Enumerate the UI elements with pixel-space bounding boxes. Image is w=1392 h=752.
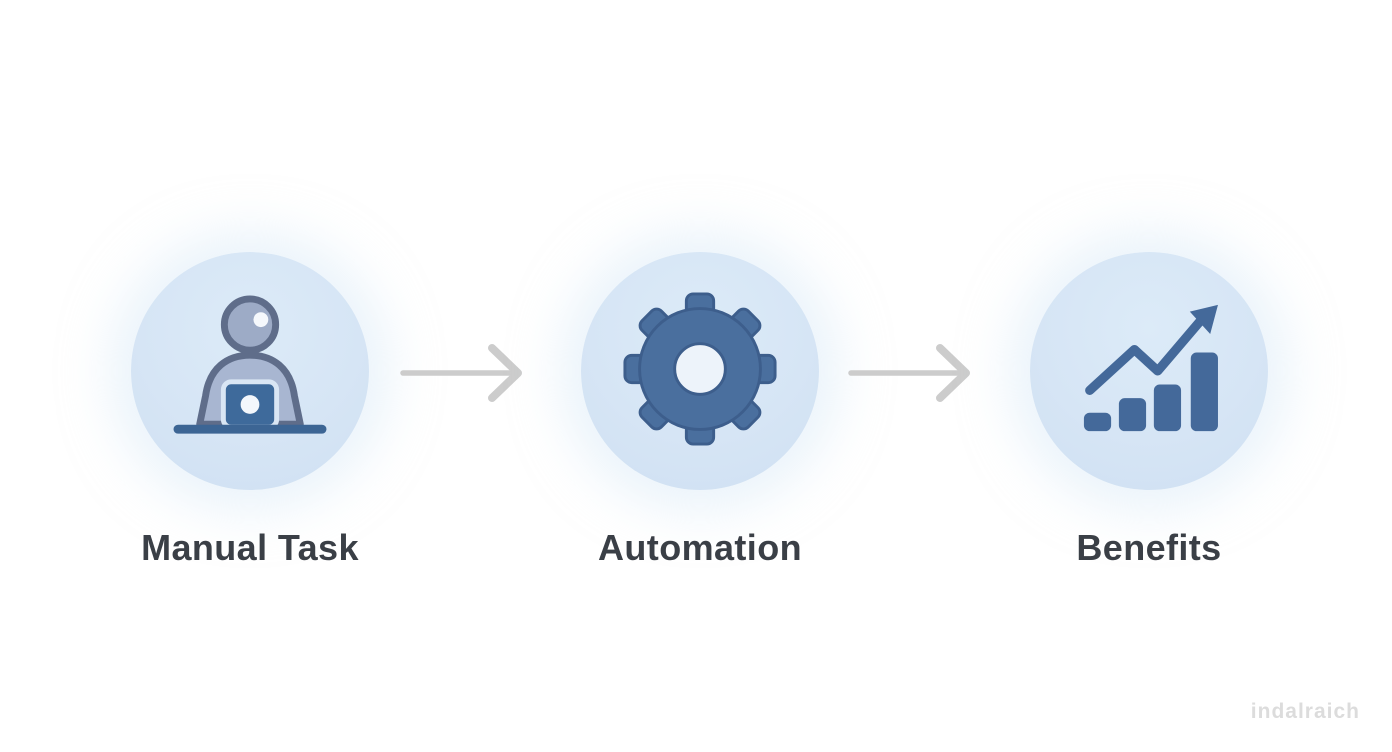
manual-task-label: Manual Task — [141, 527, 359, 568]
benefits-label: Benefits — [1076, 527, 1222, 568]
automation-circle — [581, 252, 819, 490]
arrow-right-icon — [848, 344, 970, 402]
person-at-laptop-icon — [166, 294, 334, 448]
watermark: indalraich — [1250, 700, 1360, 723]
benefits-circle — [1030, 252, 1268, 490]
automation-label: Automation — [598, 527, 802, 568]
manual-task-circle — [131, 252, 369, 490]
step-automation: Automation — [581, 252, 819, 569]
arrow-right-icon — [400, 344, 522, 402]
growth-chart-icon — [1076, 301, 1222, 442]
step-manual-task: Manual Task — [131, 252, 369, 569]
step-benefits: Benefits — [1030, 252, 1268, 569]
gear-icon — [622, 291, 778, 452]
